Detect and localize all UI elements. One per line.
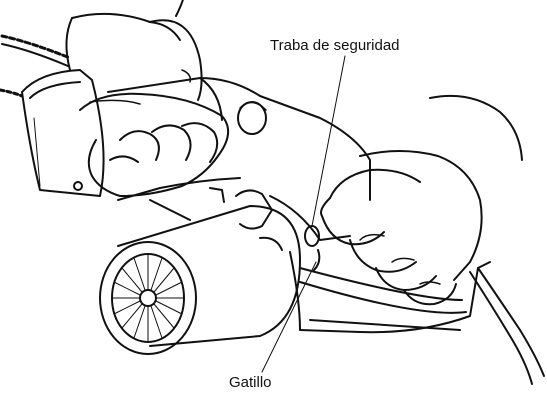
trigger-shape	[313, 249, 321, 271]
safety-lock-leader	[311, 55, 346, 227]
power-cord	[469, 267, 545, 385]
front-guard	[21, 69, 105, 197]
left-gloved-hand	[65, 0, 229, 197]
saw-body	[107, 77, 371, 221]
saw-chain	[0, 34, 72, 98]
trigger-leader	[261, 261, 317, 373]
trigger-label: Gatillo	[229, 374, 272, 391]
callout-lines	[261, 55, 346, 373]
right-gloved-hand	[320, 94, 523, 306]
safety-lock-label: Traba de seguridad	[270, 37, 400, 54]
motor-housing	[99, 189, 301, 355]
rear-handle	[269, 195, 491, 334]
